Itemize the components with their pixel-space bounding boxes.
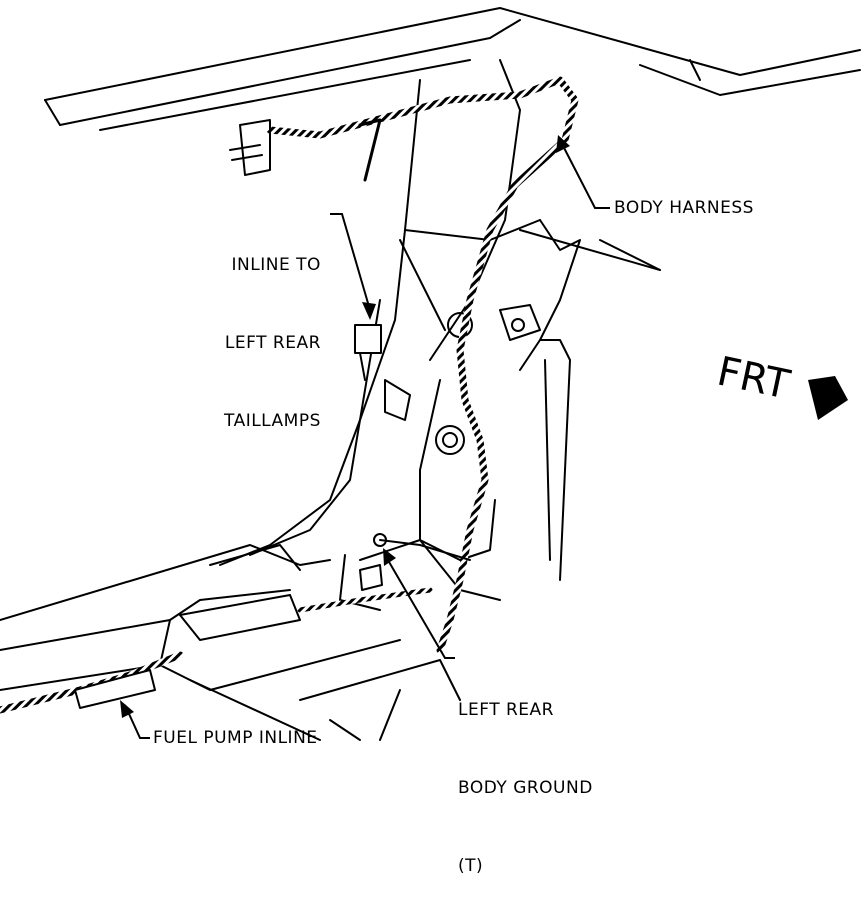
ground-arrow-icon <box>383 548 396 566</box>
inline-taillamps-line-1: INLINE TO <box>231 255 321 275</box>
ground-line-3: (T) <box>458 856 484 876</box>
roof-rail <box>44 7 861 131</box>
ground-leader-line <box>384 554 455 659</box>
quarter-panel-pillar <box>219 59 661 566</box>
inline-taillamps-line-2: LEFT REAR <box>224 333 321 353</box>
inline-taillamps-label: INLINE TO LEFT REAR TAILLAMPS <box>224 200 321 460</box>
bumper-fastener <box>229 119 271 176</box>
taillamp-leader-line <box>330 213 371 311</box>
ground-line-2: BODY GROUND <box>458 778 593 798</box>
body-harness-label: BODY HARNESS <box>614 198 754 218</box>
ground-line-1: LEFT REAR <box>458 700 554 720</box>
body-harness-arrow-icon <box>556 135 570 153</box>
trunk-floor <box>0 544 461 741</box>
wiring-diagram <box>0 7 861 741</box>
front-arrow-icon <box>808 376 848 420</box>
taillamp-arrow-icon <box>362 302 376 320</box>
inline-taillamps-line-3: TAILLAMPS <box>224 411 321 431</box>
fuel-pump-inline-connector <box>74 669 156 709</box>
left-rear-ground-label: LEFT REAR BODY GROUND (T) <box>458 645 593 905</box>
fuel-pump-leader-line <box>124 704 150 739</box>
upper-harness-branch <box>358 118 382 182</box>
taillamp-inline-connector <box>354 324 382 381</box>
fuel-pump-arrow-icon <box>120 700 134 718</box>
fuel-pump-inline-label: FUEL PUMP INLINE <box>153 728 318 748</box>
body-harness-wire <box>266 76 579 654</box>
body-harness-leader-line <box>559 139 610 209</box>
ground-bolt <box>373 533 471 561</box>
